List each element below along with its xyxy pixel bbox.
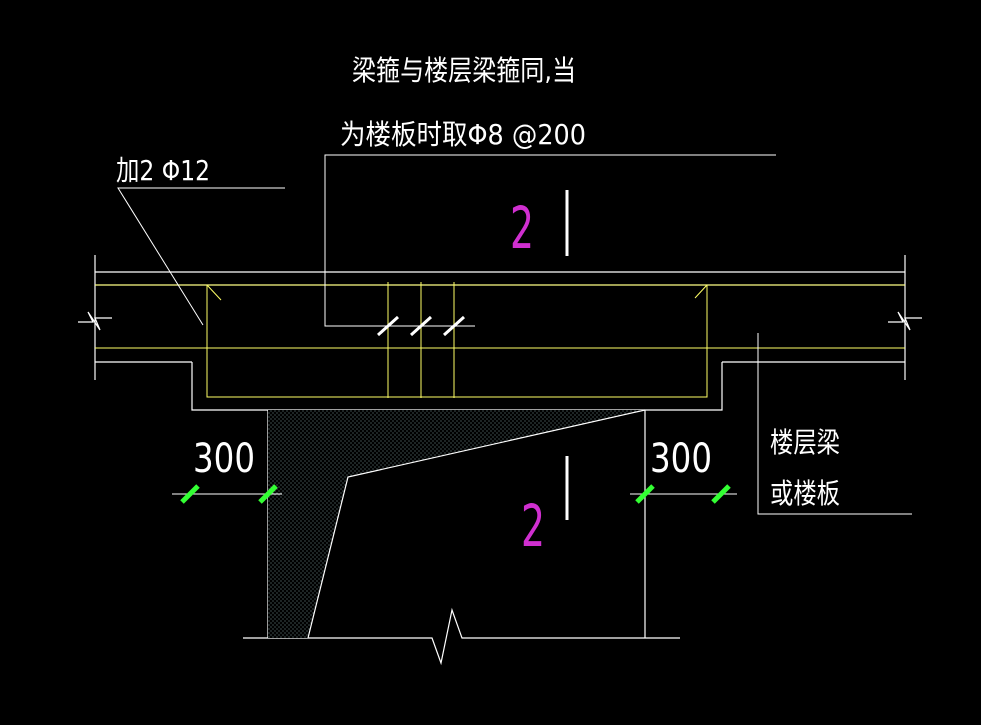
add-bars-note: 加2 Φ12 <box>116 154 210 187</box>
dim-tick <box>180 484 200 504</box>
dimension-left-label: 300 <box>193 436 255 482</box>
stirrup-ticks <box>376 315 466 337</box>
break-symbol-right <box>888 311 922 331</box>
dimension-right-label: 300 <box>650 436 712 482</box>
dimension-lines <box>172 484 737 504</box>
dim-tick <box>258 484 278 504</box>
leader-lines <box>117 154 912 515</box>
floor-beam-note-line2: 或楼板 <box>770 477 840 510</box>
break-symbol-left <box>78 311 112 331</box>
dim-tick <box>635 484 655 504</box>
beam-outline <box>94 255 906 411</box>
hatched-haunch <box>268 410 645 638</box>
rebar-lines <box>95 282 905 398</box>
section-label-upper: 2 <box>510 194 534 262</box>
section-label-lower: 2 <box>521 492 545 560</box>
stirrup-note-line1: 梁箍与楼层梁箍同,当 <box>352 54 576 87</box>
stirrup-note-line2: 为楼板时取Φ8 @200 <box>340 118 586 151</box>
haunch-edge <box>307 409 646 639</box>
floor-beam-note-line1: 楼层梁 <box>770 426 840 459</box>
dim-tick <box>711 484 731 504</box>
